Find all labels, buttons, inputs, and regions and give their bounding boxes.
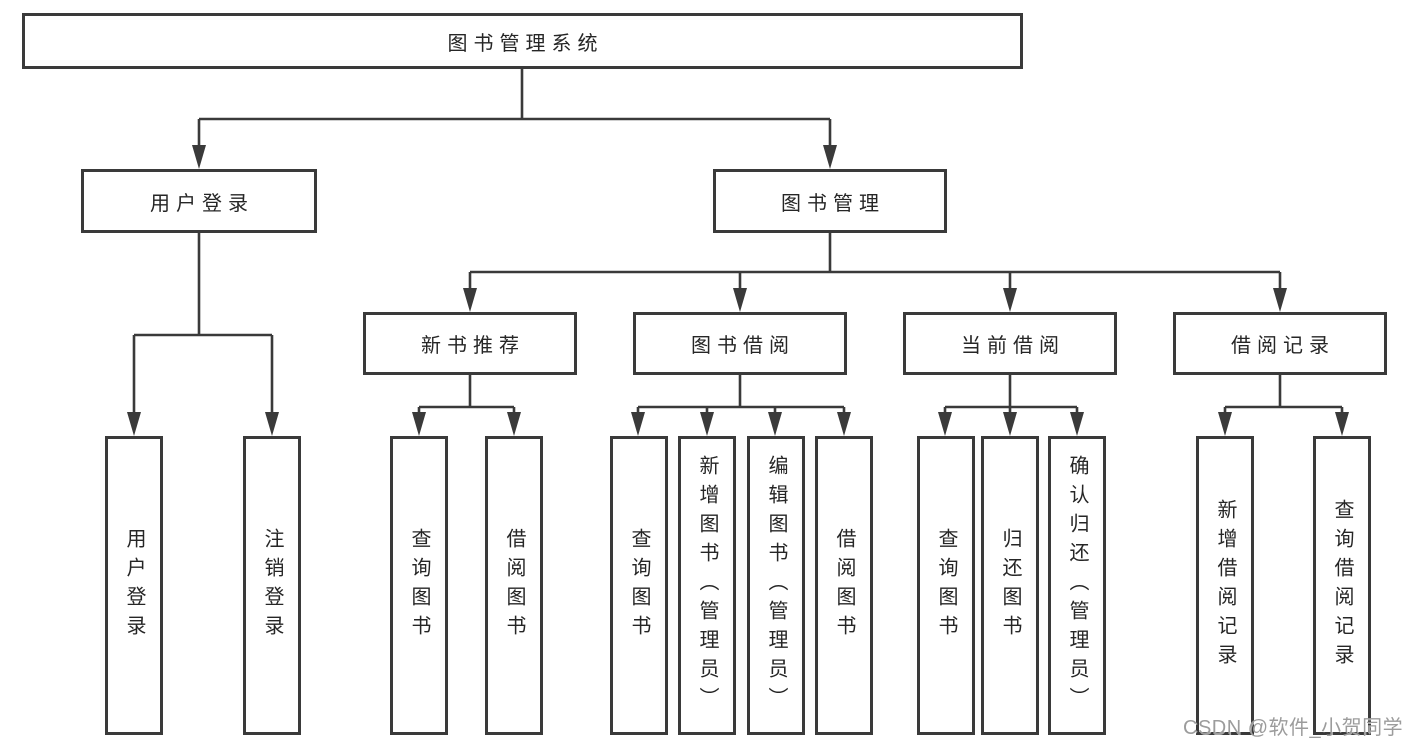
node-current-borrow: 当前借阅: [903, 312, 1117, 375]
leaf-edit-book-admin: 编辑图书（管理员）: [747, 436, 805, 735]
node-system-root: 图书管理系统: [22, 13, 1023, 69]
node-borrow-records: 借阅记录: [1173, 312, 1387, 375]
arrowhead: [1070, 412, 1084, 436]
arrowhead: [1003, 412, 1017, 436]
arrowhead: [412, 412, 426, 436]
node-book-borrow: 图书借阅: [633, 312, 847, 375]
leaf-query-books-current: 查询图书: [917, 436, 975, 735]
leaf-query-borrow-record: 查询借阅记录: [1313, 436, 1371, 735]
csdn-watermark: CSDN @软件_小贺同学: [1183, 717, 1404, 739]
arrowhead: [192, 145, 206, 169]
leaf-borrow-books-recommend: 借阅图书: [485, 436, 543, 735]
arrowhead: [1335, 412, 1349, 436]
arrowhead: [631, 412, 645, 436]
arrowhead: [823, 145, 837, 169]
leaf-add-book-admin: 新增图书（管理员）: [678, 436, 736, 735]
leaf-add-borrow-record: 新增借阅记录: [1196, 436, 1254, 735]
leaf-borrow-books: 借阅图书: [815, 436, 873, 735]
leaf-confirm-return-admin: 确认归还（管理员）: [1048, 436, 1106, 735]
arrowhead: [1218, 412, 1232, 436]
arrowhead: [837, 412, 851, 436]
leaf-logout: 注销登录: [243, 436, 301, 735]
arrowhead: [127, 412, 141, 436]
arrowhead: [700, 412, 714, 436]
node-book-management: 图书管理: [713, 169, 947, 233]
leaf-return-book: 归还图书: [981, 436, 1039, 735]
arrowhead: [938, 412, 952, 436]
arrowhead: [1273, 288, 1287, 312]
leaf-user-login: 用户登录: [105, 436, 163, 735]
arrowhead: [768, 412, 782, 436]
arrowhead: [1003, 288, 1017, 312]
node-new-book-recommend: 新书推荐: [363, 312, 577, 375]
node-user-login: 用户登录: [81, 169, 317, 233]
leaf-query-books-recommend: 查询图书: [390, 436, 448, 735]
arrowhead: [463, 288, 477, 312]
leaf-query-books-borrow: 查询图书: [610, 436, 668, 735]
arrowhead: [265, 412, 279, 436]
arrowhead: [733, 288, 747, 312]
arrowhead: [507, 412, 521, 436]
